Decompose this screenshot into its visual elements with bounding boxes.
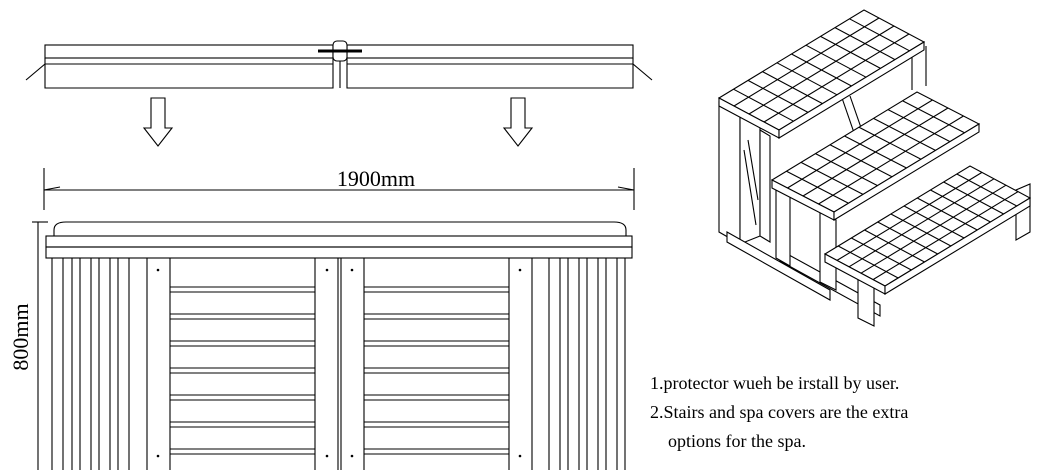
- tub-right-slats: [548, 258, 626, 470]
- stair-low-tread: [823, 165, 1032, 295]
- tub-left-panel-slats: [170, 286, 315, 455]
- spa-cover: [25, 40, 653, 89]
- tub-left-slats: [51, 258, 130, 470]
- tub-posts: [146, 258, 533, 470]
- height-dimension: [32, 221, 48, 470]
- note-1: 1.protector wueh be irstall by user.: [650, 373, 900, 393]
- tub-lid: [53, 221, 627, 236]
- tub-right-panel-slats: [364, 286, 509, 455]
- cover-left-top-panel: [44, 44, 334, 59]
- cover-hinge: [318, 40, 362, 88]
- tub-skirt-rail: [45, 246, 633, 259]
- cover-right-top-panel: [346, 44, 634, 59]
- cover-right-bottom-panel: [346, 58, 634, 89]
- stair-top-tread: [717, 9, 926, 139]
- width-dimension: [43, 168, 635, 210]
- down-arrow-left: [142, 97, 174, 147]
- note-2-continued: options for the spa.: [668, 431, 806, 451]
- stair-middle-tread: [770, 91, 981, 221]
- width-label: 1900mm: [337, 166, 415, 191]
- stairs-frame: [718, 46, 1031, 327]
- notes: 1.protector wueh be irstall by user. 2.S…: [650, 369, 1040, 456]
- note-2: 2.Stairs and spa covers are the extra: [650, 402, 909, 422]
- down-arrow-right: [502, 97, 534, 147]
- tub-screws: [156, 268, 522, 458]
- spa-stairs: [717, 9, 1032, 327]
- cover-left-bottom-panel: [44, 58, 334, 89]
- height-label: 800mm: [8, 303, 33, 370]
- spa-tub: [45, 221, 633, 470]
- tub-lip: [45, 235, 633, 248]
